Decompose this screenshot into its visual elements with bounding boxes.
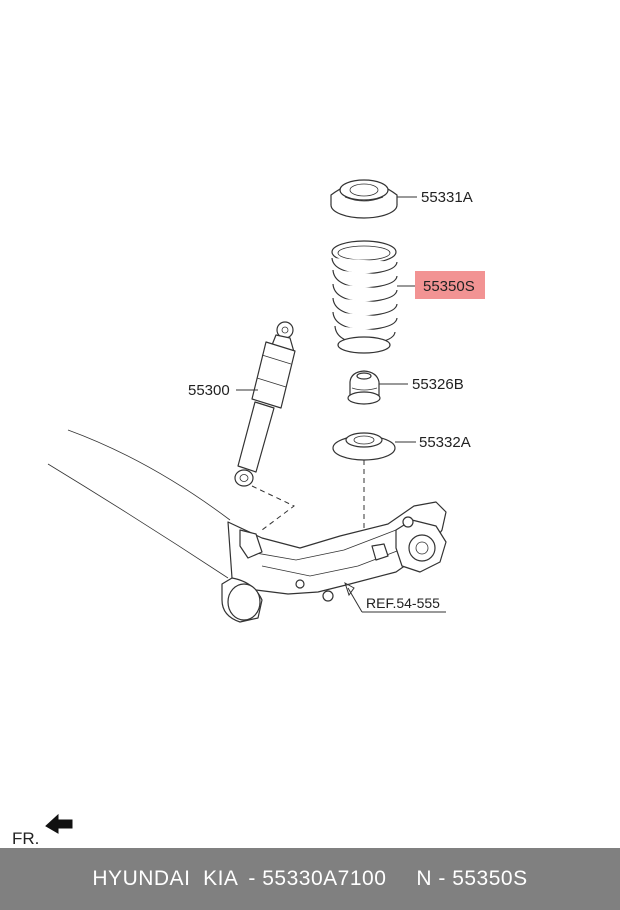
part-label-55300: 55300 <box>188 382 230 399</box>
part-label-55326b: 55326B <box>412 376 464 393</box>
coil-spring <box>331 240 415 354</box>
part-label-55350s: 55350S <box>423 278 475 295</box>
part-number-footer: HYUNDAI KIA - 55330A7100 N - 55350S <box>0 848 620 910</box>
highlight-box <box>415 271 485 299</box>
footer-n-number: N - 55350S <box>416 867 528 890</box>
footer-brand: HYUNDAI KIA <box>92 867 239 890</box>
exploded-parts-diagram: 55331A 55350S 55326B 55332A 55300 REF.54… <box>12 179 485 848</box>
part-label-55331a: 55331A <box>421 189 473 206</box>
footer-part-number: - 55330A7100 <box>248 867 387 890</box>
part-label-55332a: 55332A <box>419 434 471 451</box>
reference-label: REF.54-555 <box>366 595 440 611</box>
direction-label: FR. <box>12 829 39 848</box>
bump-stopper <box>347 370 408 405</box>
torsion-beam-axle <box>47 429 447 623</box>
front-arrow-icon <box>45 813 73 834</box>
lower-spring-pad <box>332 432 416 530</box>
shock-absorber <box>234 321 296 531</box>
upper-spring-seat <box>330 179 417 219</box>
